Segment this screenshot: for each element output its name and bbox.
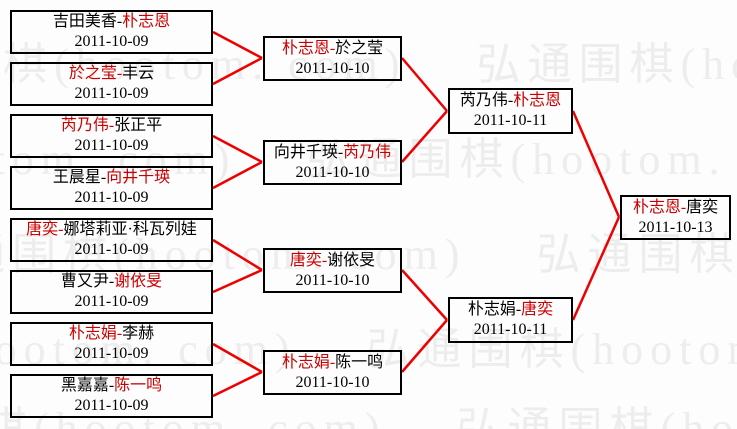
match-r1-7: 朴志娟-李赫 2011-10-09 [10,322,213,366]
winner-name: 芮乃伟- [60,117,115,134]
connector-line [212,56,263,86]
match-r1-6: 曹又尹-谢依旻 2011-10-09 [10,270,213,314]
match-players: 芮乃伟-张正平 [61,116,162,136]
player-name: 於之莹 [335,39,384,57]
match-date: 2011-10-09 [74,189,149,206]
match-sf-1: 芮乃伟-朴志恩 2011-10-11 [448,88,573,134]
winner-name: 陈一鸣 [114,377,163,394]
connector-line [401,57,448,112]
match-players: 朴志恩-唐奕 [633,198,718,218]
winner-name: 朴志恩- [632,198,687,216]
connector-line [401,269,448,321]
match-date: 2011-10-10 [295,271,370,289]
match-sf-2: 朴志娟-唐奕 2011-10-11 [448,297,573,343]
match-r1-3: 芮乃伟-张正平 2011-10-09 [10,114,213,158]
winner-name: 唐奕- [26,221,64,238]
player-name: 陈一鸣 [335,353,384,371]
player-name: 朴志娟- [467,301,522,318]
match-date: 2011-10-10 [295,163,370,181]
player-name: 黑嘉嘉- [60,377,115,394]
match-date: 2011-10-13 [638,218,713,236]
player-name: 王晨星- [52,169,107,186]
player-name: 曹又尹- [60,273,115,290]
match-r2-3: 唐奕-谢依旻 2011-10-10 [263,248,402,293]
connector-line [401,110,448,163]
winner-name: 朴志恩- [281,39,336,57]
match-r2-2: 向井千瑛-芮乃伟 2011-10-10 [263,140,402,185]
match-r1-2: 於之莹-丰云 2011-10-09 [10,62,213,106]
match-date: 2011-10-10 [295,59,370,77]
winner-name: 於之莹- [68,65,123,82]
player-name: 李赫 [122,325,155,342]
match-players: 朴志恩-於之莹 [282,39,383,59]
winner-name: 朴志娟- [68,325,123,342]
match-players: 向井千瑛-芮乃伟 [274,143,391,163]
connector-line [212,134,263,164]
match-players: 唐奕-娜塔莉亚·科瓦列娃 [26,220,197,240]
winner-name: 朴志恩 [513,92,562,109]
match-players: 朴志娟-陈一鸣 [282,353,383,373]
connector-line [212,30,263,60]
player-name: 唐奕 [686,198,719,216]
match-r1-5: 唐奕-娜塔莉亚·科瓦列娃 2011-10-09 [10,218,213,262]
match-r2-1: 朴志恩-於之莹 2011-10-10 [263,36,402,81]
match-players: 吉田美香-朴志恩 [53,12,170,32]
match-date: 2011-10-11 [473,112,548,129]
winner-name: 向井千瑛 [106,169,171,186]
match-date: 2011-10-10 [295,373,370,391]
connector-line [571,110,621,218]
winner-name: 朴志娟- [281,353,336,371]
match-r1-8: 黑嘉嘉-陈一鸣 2011-10-09 [10,374,213,418]
winner-name: 唐奕 [521,301,554,318]
match-date: 2011-10-11 [473,321,548,338]
player-name: 向井千瑛- [273,143,344,161]
player-name: 张正平 [114,117,163,134]
connector-line [212,370,263,398]
match-players: 芮乃伟-朴志恩 [460,91,561,111]
match-date: 2011-10-09 [74,137,149,154]
match-r2-4: 朴志娟-陈一鸣 2011-10-10 [263,350,402,395]
winner-name: 朴志恩 [122,13,171,30]
connector-line [212,238,263,272]
match-date: 2011-10-09 [74,397,149,414]
player-name: 娜塔莉亚·科瓦列娃 [63,221,197,238]
winner-name: 芮乃伟 [343,143,392,161]
match-players: 朴志娟-李赫 [69,324,154,344]
match-players: 於之莹-丰云 [69,64,154,84]
match-players: 曹又尹-谢依旻 [61,272,162,292]
match-date: 2011-10-09 [74,33,149,50]
match-players: 黑嘉嘉-陈一鸣 [61,376,162,396]
match-players: 朴志娟-唐奕 [468,300,553,320]
connector-line [212,268,263,294]
winner-name: 唐奕- [289,251,328,269]
match-date: 2011-10-09 [74,345,149,362]
winner-name: 谢依旻 [114,273,163,290]
connector-line [212,160,263,190]
player-name: 芮乃伟- [459,92,514,109]
connector-line [401,319,448,373]
match-final: 朴志恩-唐奕 2011-10-13 [620,195,731,240]
player-name: 丰云 [122,65,155,82]
match-date: 2011-10-09 [74,85,149,102]
match-players: 唐奕-谢依旻 [290,251,375,271]
connector-line [571,216,621,321]
match-date: 2011-10-09 [74,241,149,258]
match-players: 王晨星-向井千瑛 [53,168,170,188]
player-name: 谢依旻 [327,251,376,269]
player-name: 吉田美香- [52,13,123,30]
connector-line [212,342,263,374]
match-r1-4: 王晨星-向井千瑛 2011-10-09 [10,166,213,210]
match-r1-1: 吉田美香-朴志恩 2011-10-09 [10,10,213,54]
match-date: 2011-10-09 [74,293,149,310]
